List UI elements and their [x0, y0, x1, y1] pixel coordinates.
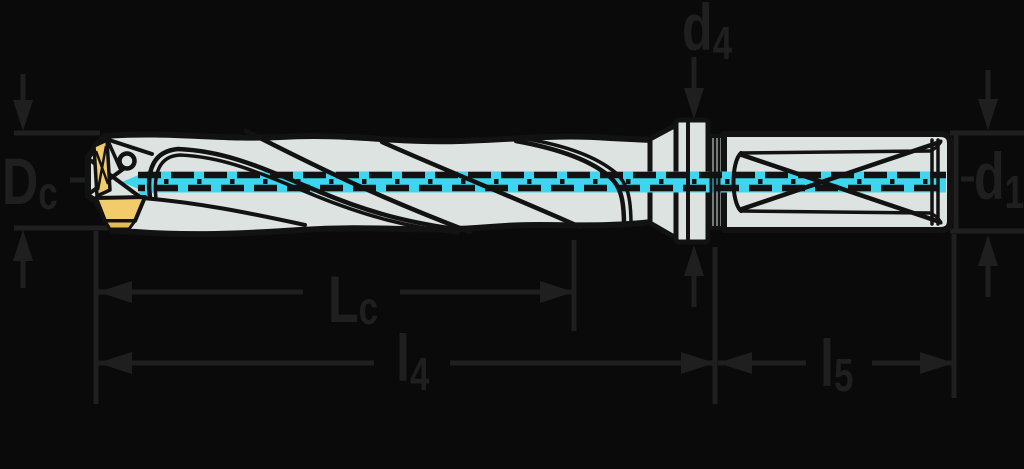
label-lc-main: L: [328, 263, 359, 336]
label-lc-sub: c: [359, 282, 378, 334]
label-lc: Lc: [328, 263, 378, 336]
lc-left-arrowhead: [98, 281, 132, 303]
label-d1: d1: [974, 140, 1024, 218]
bottom-insert-facet: [103, 219, 137, 231]
d1-top-arrowhead: [978, 99, 998, 130]
flute-runout-curve-outer: [513, 138, 627, 228]
lc-right-arrowhead: [540, 281, 574, 303]
label-l5-sub: 5: [834, 349, 853, 401]
screw-hole: [117, 151, 137, 171]
label-l4-main: l: [396, 322, 410, 395]
d4-top-arrowhead: [684, 88, 704, 119]
label-l5: l5: [820, 327, 853, 401]
flute-runout-curve-inner: [525, 137, 633, 227]
shank-inner-bottom-line: [739, 209, 932, 215]
dc-bottom-arrowhead: [13, 230, 33, 261]
lower-flute-edge: [141, 196, 307, 227]
shank-cross-line-1: [739, 152, 943, 225]
label-l4-sub: 4: [410, 348, 430, 400]
shank-cross-line-2: [739, 139, 943, 212]
bottom-insert: [94, 195, 147, 223]
label-dc-sub: c: [38, 167, 57, 219]
flute-helix-curve-inner: [153, 153, 460, 235]
l4-right-arrowhead: [681, 352, 715, 374]
d1-bottom-arrowhead: [978, 235, 998, 266]
label-l4: l4: [396, 322, 430, 400]
shank-left-arc: [731, 151, 743, 213]
label-d1-sub: 1: [1005, 166, 1024, 218]
coolant-centerline: [122, 170, 946, 203]
label-l5-main: l: [820, 327, 834, 400]
dc-top-arrowhead: [13, 100, 33, 131]
flute-helix-curve-outer: [146, 146, 465, 233]
d4-bottom-arrowhead: [684, 245, 704, 276]
front-insert-facets: [94, 145, 110, 191]
l5-left-arrowhead: [718, 352, 752, 374]
label-d4: d4: [682, 0, 732, 69]
label-dc: Dc: [2, 145, 58, 219]
label-d4-main: d: [682, 0, 713, 65]
l5-right-arrowhead: [920, 352, 954, 374]
dimension-labels: Dc d4 d1 Lc l4 l5: [2, 0, 1024, 401]
flute-diagonal-1: [243, 128, 473, 235]
l4-left-arrowhead: [98, 352, 132, 374]
label-dc-main: D: [2, 145, 38, 218]
cutting-inserts: [92, 138, 147, 231]
dimension-arrowheads: [13, 88, 998, 374]
tip-edge-line: [104, 137, 154, 156]
drill-details: [88, 119, 943, 243]
flute-diagonal-2: [379, 139, 583, 230]
shank-inner-top-line: [739, 149, 932, 155]
label-d1-main: d: [974, 140, 1005, 213]
label-d4-sub: 4: [713, 17, 733, 69]
